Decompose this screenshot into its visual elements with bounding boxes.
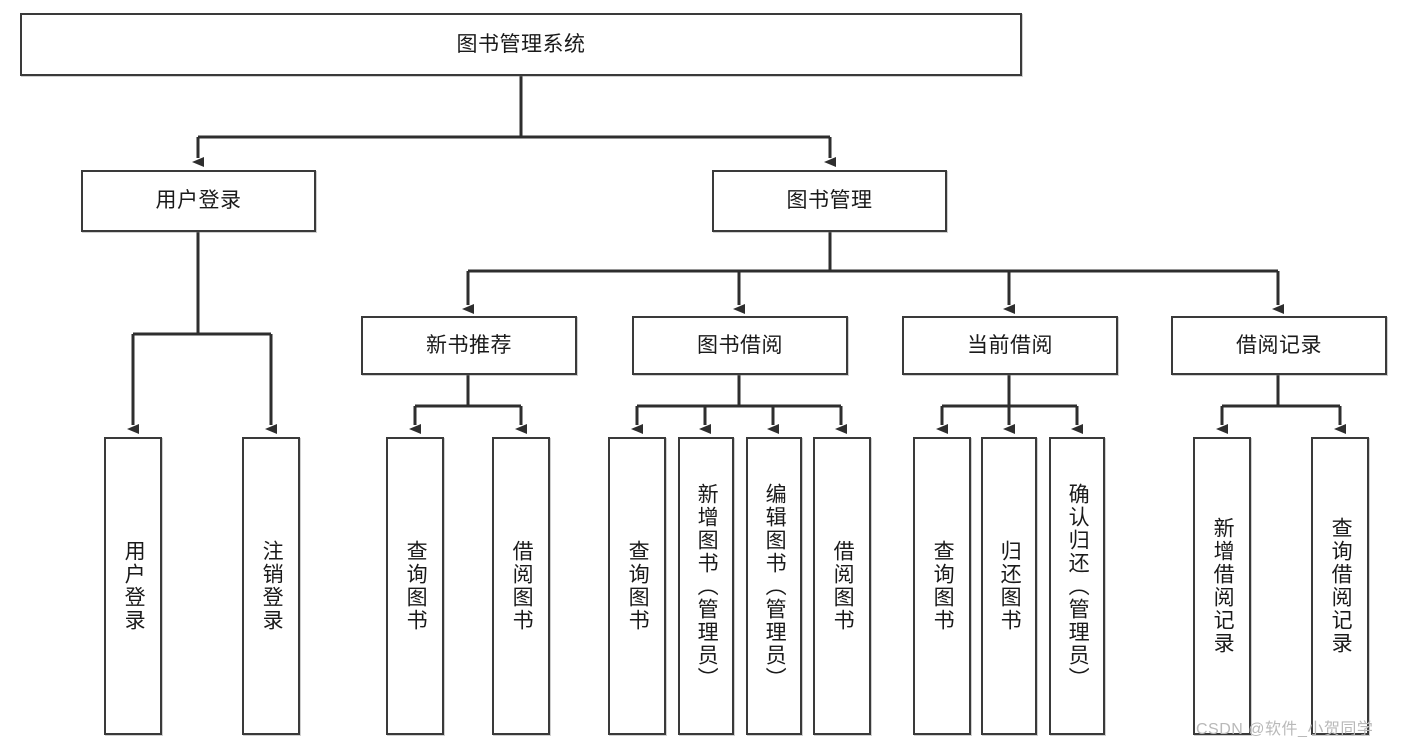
node-leaf-confirm-return-label: 确认归还（管理员）: [1066, 482, 1090, 690]
node-leaf-logout-login-label: 注销登录: [260, 540, 284, 632]
node-leaf-query-book-3-label: 查询图书: [931, 540, 955, 632]
node-leaf-query-book-2[interactable]: 查询图书: [608, 437, 666, 735]
node-leaf-add-record-label: 新增借阅记录: [1211, 517, 1235, 655]
node-new-book-recommend[interactable]: 新书推荐: [361, 316, 577, 375]
node-borrow-record[interactable]: 借阅记录: [1171, 316, 1387, 375]
node-new-book-recommend-label: 新书推荐: [426, 333, 512, 357]
node-leaf-confirm-return[interactable]: 确认归还（管理员）: [1049, 437, 1105, 735]
node-current-borrow[interactable]: 当前借阅: [902, 316, 1118, 375]
node-leaf-edit-book[interactable]: 编辑图书（管理员）: [746, 437, 802, 735]
node-leaf-borrow-book-1-label: 借阅图书: [510, 540, 534, 632]
node-root[interactable]: 图书管理系统: [20, 13, 1022, 76]
node-root-label: 图书管理系统: [456, 32, 586, 56]
node-leaf-return-book-label: 归还图书: [998, 540, 1022, 632]
node-leaf-borrow-book-2-label: 借阅图书: [831, 540, 855, 632]
node-leaf-logout-login[interactable]: 注销登录: [242, 437, 300, 735]
node-leaf-add-record[interactable]: 新增借阅记录: [1193, 437, 1251, 735]
node-book-management[interactable]: 图书管理: [712, 170, 947, 232]
node-leaf-query-record[interactable]: 查询借阅记录: [1311, 437, 1369, 735]
node-leaf-borrow-book-2[interactable]: 借阅图书: [813, 437, 871, 735]
node-leaf-add-book-label: 新增图书（管理员）: [695, 482, 719, 690]
node-book-borrow-label: 图书借阅: [697, 333, 783, 357]
node-leaf-query-book-2-label: 查询图书: [626, 540, 650, 632]
node-leaf-return-book[interactable]: 归还图书: [981, 437, 1037, 735]
node-book-management-label: 图书管理: [786, 189, 873, 213]
node-leaf-query-book-1[interactable]: 查询图书: [386, 437, 444, 735]
node-leaf-user-login[interactable]: 用户登录: [104, 437, 162, 735]
node-current-borrow-label: 当前借阅: [967, 333, 1053, 357]
node-leaf-borrow-book-1[interactable]: 借阅图书: [492, 437, 550, 735]
node-leaf-query-book-1-label: 查询图书: [404, 540, 428, 632]
watermark: CSDN @软件_小贺同学: [1196, 721, 1374, 738]
node-book-borrow[interactable]: 图书借阅: [632, 316, 848, 375]
node-user-login-label: 用户登录: [155, 189, 242, 213]
node-leaf-user-login-label: 用户登录: [122, 540, 146, 632]
node-borrow-record-label: 借阅记录: [1236, 333, 1322, 357]
node-leaf-query-book-3[interactable]: 查询图书: [913, 437, 971, 735]
node-user-login[interactable]: 用户登录: [81, 170, 316, 232]
node-leaf-query-record-label: 查询借阅记录: [1329, 517, 1353, 655]
node-leaf-add-book[interactable]: 新增图书（管理员）: [678, 437, 734, 735]
node-leaf-edit-book-label: 编辑图书（管理员）: [763, 482, 787, 690]
